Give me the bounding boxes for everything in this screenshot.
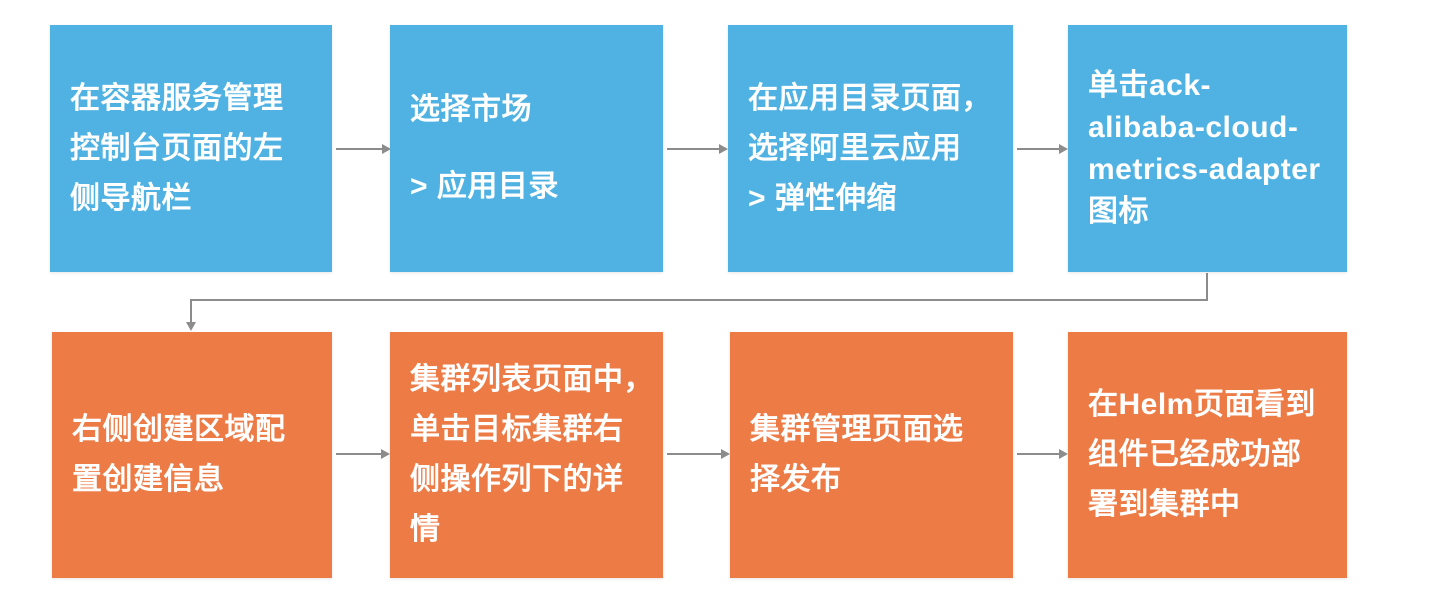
flow-step-3-text: 在应用目录页面， 选择阿里云应用 > 弹性伸缩 [728,74,1000,224]
flow-step-7-text: 集群管理页面选 择发布 [730,405,972,505]
flow-step-1-text: 在容器服务管理 控制台页面的左 侧导航栏 [50,74,292,224]
flow-step-2-text: 选择市场 > 应用目录 [390,85,567,212]
arrow-1-2 [336,144,391,154]
step-line: 在容器服务管理 [70,81,284,115]
flow-step-2: 选择市场 > 应用目录 [390,25,663,272]
step-line: 置创建信息 [72,463,225,496]
arrow-3-4 [1017,144,1068,154]
step-line: 选择市场 [410,93,532,126]
step-line: 单击ack- [1088,68,1212,102]
flow-step-3: 在应用目录页面， 选择阿里云应用 > 弹性伸缩 [728,25,1013,272]
step-line: 组件已经成功部 [1088,438,1302,471]
flow-step-6-text: 集群列表页面中， 单击目标集群右 侧操作列下的详 情 [390,355,662,555]
arrow-7-8 [1017,449,1068,459]
flow-step-8: 在Helm页面看到 组件已经成功部 署到集群中 [1068,332,1347,578]
step-line: 选择阿里云应用 [748,131,962,165]
step-line: 侧导航栏 [70,181,192,215]
step-line: alibaba-cloud- [1088,110,1299,144]
step-line: 集群管理页面选 [750,413,964,446]
step-line: 控制台页面的左 [70,131,284,165]
flow-step-4-text: 单击ack- alibaba-cloud- metrics-adapter 图标 [1068,65,1329,233]
step-line: 图标 [1088,194,1149,228]
flow-step-5-text: 右侧创建区域配 置创建信息 [52,405,294,505]
step-line: 集群列表页面中， [410,363,654,396]
flow-step-5: 右侧创建区域配 置创建信息 [52,332,332,578]
step-line: 情 [410,513,441,546]
step-line: 在应用目录页面， [748,81,992,115]
flow-step-4: 单击ack- alibaba-cloud- metrics-adapter 图标 [1068,25,1347,272]
arrow-6-7 [667,449,730,459]
step-line: metrics-adapter [1088,152,1321,186]
step-line: 择发布 [750,463,842,496]
flow-step-8-text: 在Helm页面看到 组件已经成功部 署到集群中 [1068,380,1324,530]
flow-step-1: 在容器服务管理 控制台页面的左 侧导航栏 [50,25,332,272]
step-line: 单击目标集群右 [410,413,624,446]
step-line: > 应用目录 [410,170,559,203]
flow-step-6: 集群列表页面中， 单击目标集群右 侧操作列下的详 情 [390,332,663,578]
step-line: 右侧创建区域配 [72,413,286,446]
flow-step-7: 集群管理页面选 择发布 [730,332,1013,578]
step-line: > 弹性伸缩 [748,181,897,215]
arrow-5-6 [336,449,390,459]
arrow-4-5 [186,273,1208,331]
arrow-2-3 [667,144,728,154]
step-line: 署到集群中 [1088,488,1241,521]
step-line: 在Helm页面看到 [1088,388,1316,421]
step-line: 侧操作列下的详 [410,463,624,496]
